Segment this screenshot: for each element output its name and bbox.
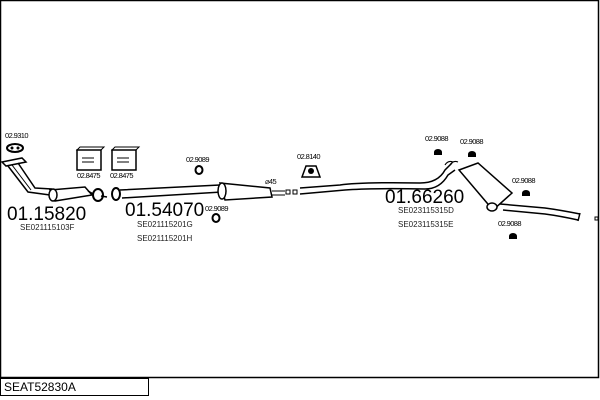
front-pipe[interactable] <box>0 157 108 202</box>
diagram-frame <box>0 0 600 379</box>
part-label: 02.8475 <box>110 171 133 180</box>
hanger-2[interactable]: 02.9088 <box>460 137 484 157</box>
oe-number: SE021115201H <box>137 234 193 243</box>
oe-number: SE021115201G <box>137 220 193 229</box>
middle-pipe[interactable] <box>111 182 291 201</box>
part-label: 02.9089 <box>186 155 209 164</box>
diameter-label: ⌀45 <box>265 177 276 186</box>
part-label: 02.9088 <box>460 137 483 146</box>
part-label: 02.9088 <box>498 219 521 228</box>
part-label: 02.8475 <box>77 171 100 180</box>
part-label: 02.8140 <box>297 152 320 161</box>
ring-2[interactable]: 02.9089 <box>205 204 229 223</box>
part-number: 01.15820 <box>7 204 86 225</box>
part-label: 02.9089 <box>205 204 228 213</box>
clamp-2[interactable]: 02.8475 <box>110 146 141 180</box>
part-label: 02.9310 <box>5 131 28 140</box>
rear-silencer[interactable] <box>292 160 599 222</box>
hanger-3[interactable]: 02.9088 <box>512 176 536 196</box>
hanger-4[interactable]: 02.9088 <box>498 219 522 239</box>
oe-number: SE023115315D <box>398 206 454 215</box>
part-label: 02.9088 <box>512 176 535 185</box>
diagram-code: SEAT52830A <box>0 378 149 396</box>
gasket-front[interactable]: 02.9310 <box>5 131 29 153</box>
hanger-1[interactable]: 02.9088 <box>425 134 449 155</box>
clamp-1[interactable]: 02.8475 <box>75 146 106 180</box>
oe-number: SE023115315E <box>398 220 453 229</box>
part-number: 01.54070 <box>125 200 204 221</box>
oe-number: SE021115103F <box>20 223 75 232</box>
flange-gasket[interactable]: 02.8140 <box>297 152 322 178</box>
part-label: 02.9088 <box>425 134 448 143</box>
ring-1[interactable]: 02.9089 <box>186 155 210 175</box>
part-number: 01.66260 <box>385 187 464 208</box>
